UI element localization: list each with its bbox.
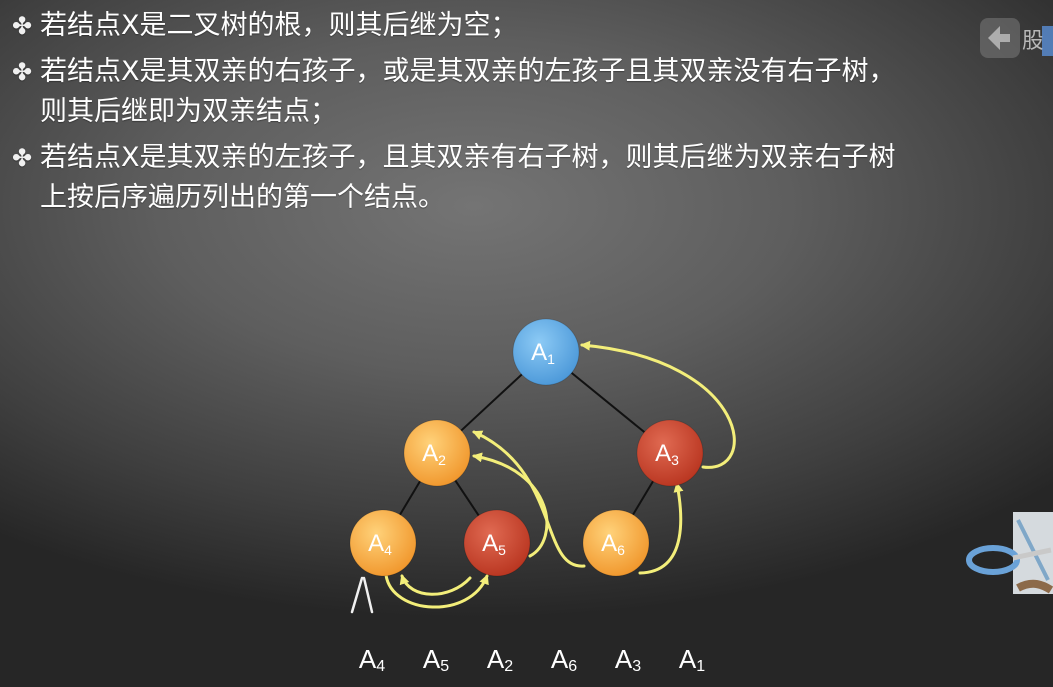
walker-figure-icon	[350, 576, 374, 614]
logo-text: 股	[1022, 29, 1044, 54]
sequence-item: A5	[423, 644, 449, 675]
node-label: A3	[655, 440, 679, 468]
successor-arrow-A3-A1	[580, 340, 736, 469]
logo-icon: 股	[980, 18, 1053, 58]
node-label: A4	[368, 530, 392, 558]
node-circle	[349, 509, 417, 577]
tree-node-A2: A2	[403, 419, 471, 487]
successor-arrow-A2-A6	[472, 430, 586, 568]
bullet-text: 若结点X是其双亲的左孩子，且其双亲有右子树，则其后继为双亲右子树	[40, 142, 896, 173]
tree-edges	[399, 372, 654, 517]
sequence-item: A4	[359, 644, 385, 675]
bullet-item-3: ✤ 若结点X是其双亲的左孩子，且其双亲有右子树，则其后继为双亲右子树 上按后序遍…	[12, 138, 1053, 218]
bullet-text: 若结点X是其双亲的右孩子，或是其双亲的左孩子且其双亲没有右子树，	[40, 56, 896, 87]
postorder-sequence: A4 A5 A2 A6 A3 A1	[359, 644, 705, 675]
scissors-icon	[966, 512, 1053, 594]
node-circle	[463, 509, 531, 577]
tree-node-A4: A4	[349, 509, 417, 577]
bullet-icon: ✤	[12, 58, 33, 86]
sequence-item: A2	[487, 644, 513, 675]
successor-arrow-A5-A2	[472, 452, 549, 558]
tree-edge-A3-A6	[632, 480, 654, 516]
node-circle	[582, 509, 650, 577]
bullet-text: 则其后继即为双亲结点；	[40, 96, 337, 127]
successor-arrows	[384, 340, 736, 609]
successor-arrow-A4-A5	[384, 573, 489, 609]
node-label: A5	[482, 530, 506, 558]
bullet-text: 上按后序遍历列出的第一个结点。	[40, 182, 445, 213]
bullet-text: 若结点X是二叉树的根，则其后继为空；	[40, 10, 518, 41]
sequence-item: A1	[679, 644, 705, 675]
bullet-icon: ✤	[12, 144, 33, 172]
sequence-item: A3	[615, 644, 641, 675]
tree-node-A5: A5	[463, 509, 531, 577]
tree-edge-A2-A4	[399, 480, 421, 516]
bullet-icon: ✤	[12, 12, 33, 40]
node-label: A1	[531, 339, 555, 367]
sequence-item: A6	[551, 644, 577, 675]
tree-node-A6: A6	[582, 509, 650, 577]
tree-edge-A1-A3	[570, 372, 646, 433]
tree-edge-A2-A5	[454, 479, 480, 517]
tree-edge-A1-A2	[460, 373, 523, 432]
node-label: A2	[422, 440, 446, 468]
successor-arrow-return	[399, 574, 472, 596]
tree-node-A3: A3	[636, 419, 704, 487]
node-label: A6	[601, 530, 625, 558]
bullet-item-1: ✤ 若结点X是二叉树的根，则其后继为空；	[12, 6, 1053, 46]
node-circle	[403, 419, 471, 487]
node-circle	[512, 318, 580, 386]
bullet-list: ✤ 若结点X是二叉树的根，则其后继为空； ✤ 若结点X是其双亲的右孩子，或是其双…	[12, 6, 1053, 224]
node-circle	[636, 419, 704, 487]
tree-node-A1: A1	[512, 318, 580, 386]
successor-arrow-A6-A3	[638, 482, 684, 575]
bullet-item-2: ✤ 若结点X是其双亲的右孩子，或是其双亲的左孩子且其双亲没有右子树， 则其后继即…	[12, 52, 1053, 132]
